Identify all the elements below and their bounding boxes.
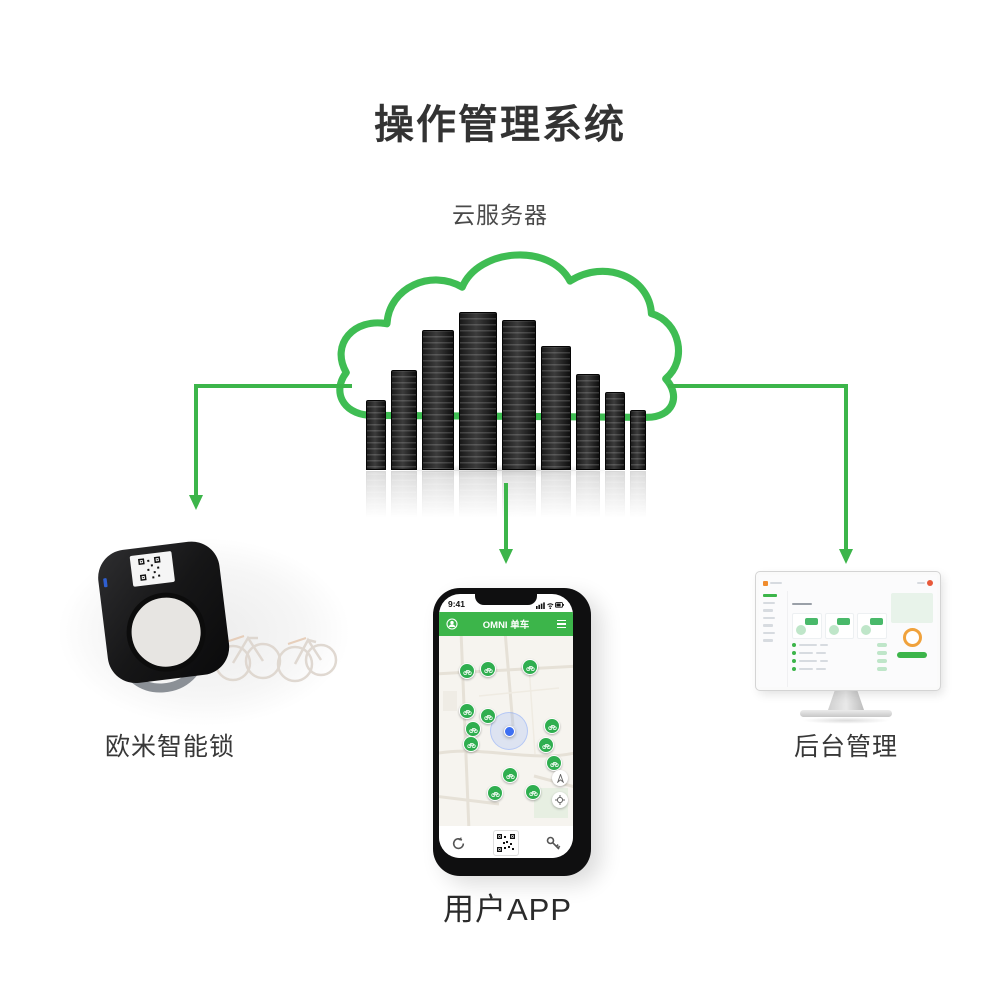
lock-led [103,578,108,588]
dashboard-right-panel [891,591,933,687]
server-tower [390,370,417,470]
monitor-shadow [788,716,904,725]
server-tower [540,346,571,470]
phone-notch [475,594,537,605]
locate-fab [552,792,568,808]
status-icons [536,601,564,609]
bike-pin [480,661,496,677]
bike-pin [544,718,560,734]
phone-mockup: 9:41 [433,588,591,876]
compass-icon [556,773,564,783]
key-icon [546,836,561,850]
dashboard-card [792,613,822,639]
monitor-base [800,710,892,717]
server-tower [575,374,600,470]
qr-code [137,556,161,581]
server-tower [629,410,646,470]
bike-pin [525,784,541,800]
arrow-to-lock [189,384,352,510]
server-tower [421,330,454,470]
bike-pin [546,755,562,771]
server-reflection [348,471,663,526]
smart-lock-illustration [98,541,230,693]
dashboard-avatar [927,580,933,586]
admin-label: 后台管理 [793,733,898,761]
page-title: 操作管理系统 [374,103,626,147]
dashboard [759,575,937,687]
bike-pin [538,737,554,753]
dashboard-card [824,613,855,639]
monitor-stand [828,687,864,710]
lock-label: 欧米智能锁 [104,733,235,761]
locate-icon [555,795,565,805]
monitor-mockup [756,572,940,690]
server-tower [365,400,386,470]
dashboard-sidebar [763,591,788,687]
dashboard-green-button [897,652,927,658]
bikes-background [214,635,338,683]
cloud-server-label: 云服务器 [452,202,548,228]
scan-qr-icon [497,834,515,852]
server-tower [501,320,536,470]
bottom-bar [439,826,573,858]
dashboard-donut-chart [902,628,922,647]
app-label: 用户APP [442,892,573,927]
server-tower [458,312,497,470]
status-time: 9:41 [448,599,466,609]
monitor-screen [756,572,940,690]
profile-icon [446,618,458,630]
map [439,636,573,826]
bike-pin [480,708,496,724]
bike-pin [459,703,475,719]
bike-pin [522,659,538,675]
app-header-title: OMNI 单车 [482,620,530,631]
bike-pin [459,663,475,679]
app-header: OMNI 单车 [439,612,573,636]
dashboard-logo [763,580,768,586]
bike-pin [487,785,503,801]
phone-screen: 9:41 [439,594,573,858]
lock-screen-sticker [129,551,175,587]
server-stack [348,300,663,470]
dashboard-card [857,613,888,639]
bike-pin [465,721,481,737]
compass-fab [552,770,568,786]
scan-qr-tile [493,830,519,856]
user-location-dot [504,726,515,737]
status-bar: 9:41 [439,594,573,612]
arrow-to-admin [668,384,853,564]
bike-pin [463,736,479,752]
bike-pin [502,767,518,783]
menu-icon [557,619,566,629]
dashboard-main [792,591,888,687]
server-tower [604,392,625,470]
dashboard-mini-map [891,593,933,623]
refresh-icon [452,836,465,849]
